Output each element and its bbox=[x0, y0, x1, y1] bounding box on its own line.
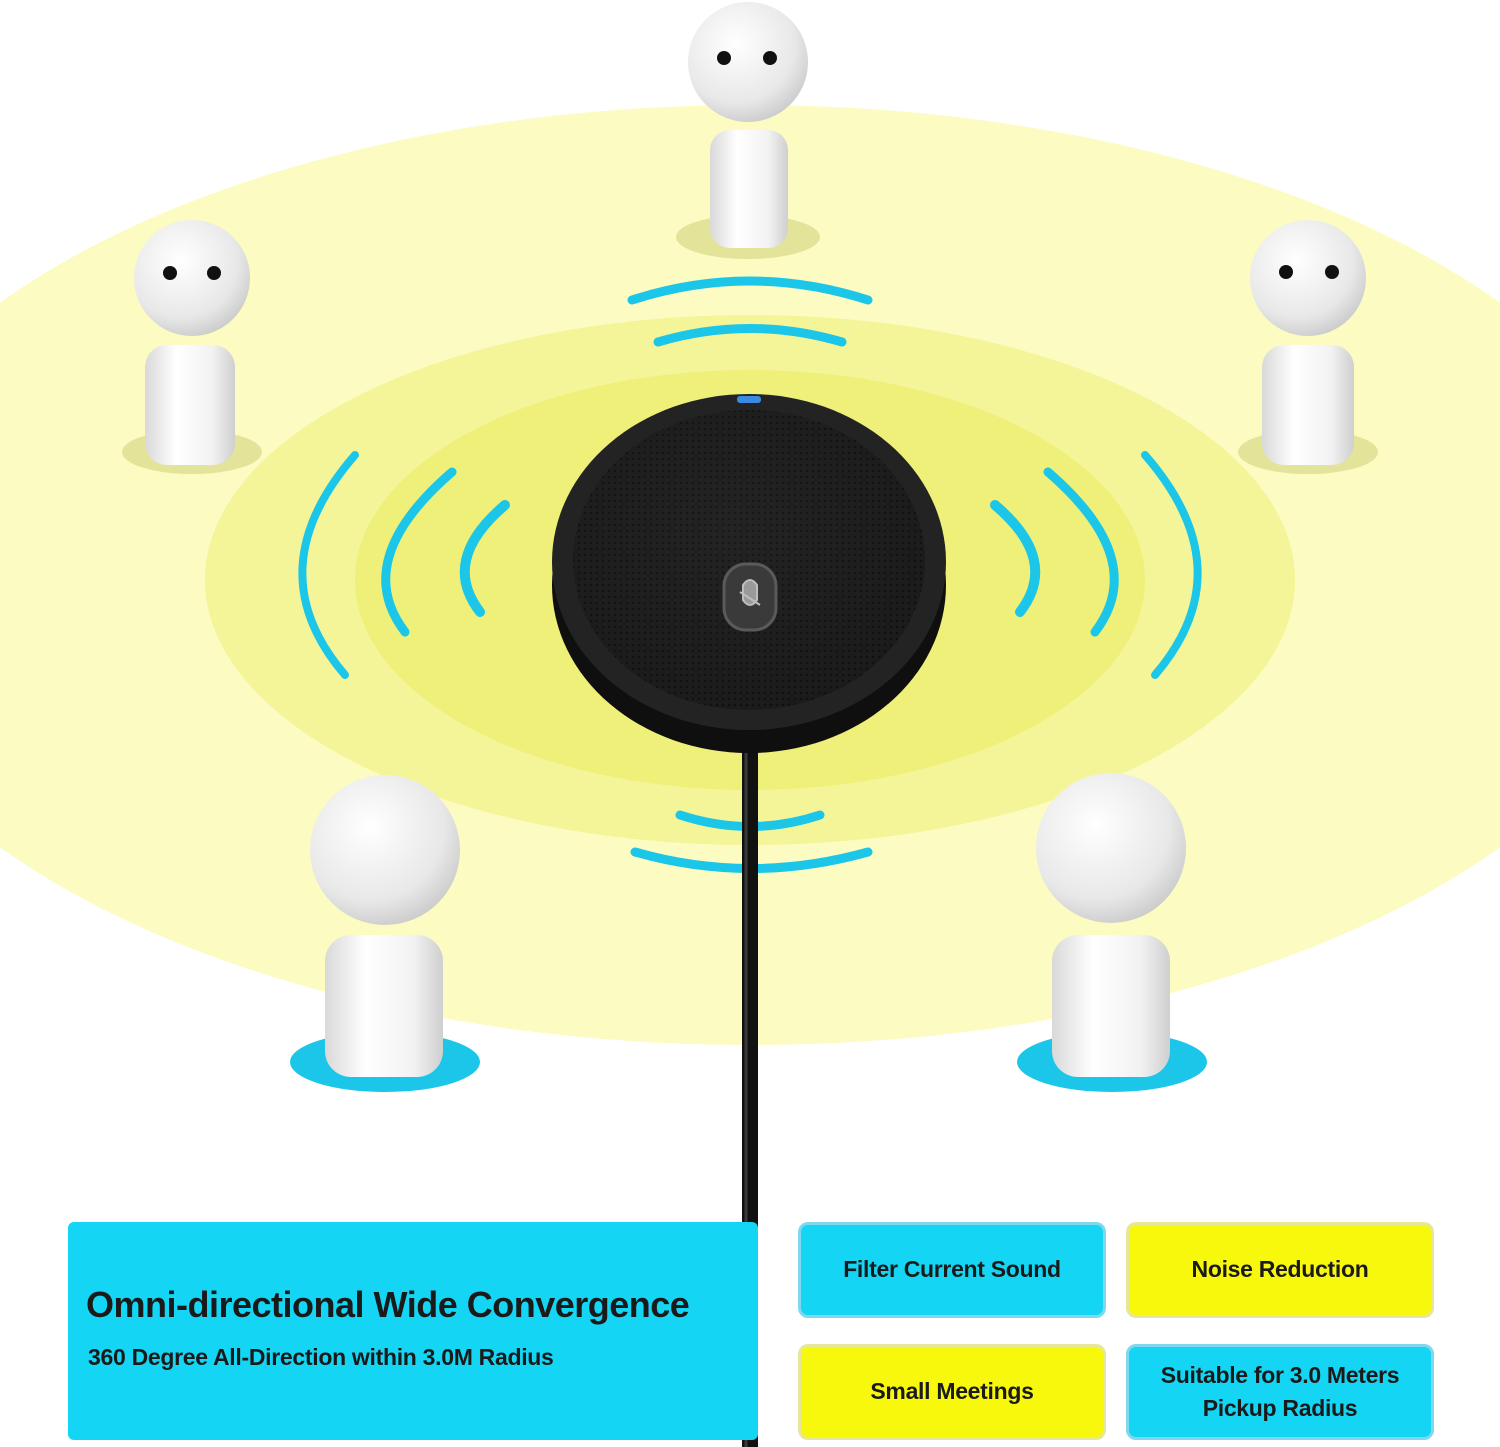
wave-right-inner bbox=[990, 500, 1041, 617]
person-figure-right bbox=[1250, 220, 1366, 465]
feature-badge-filter-sound: Filter Current Sound bbox=[798, 1222, 1106, 1318]
feature-badge-pickup-radius: Suitable for 3.0 Meters Pickup Radius bbox=[1126, 1344, 1434, 1440]
figure-head bbox=[134, 220, 250, 336]
wave-top-outer bbox=[627, 276, 873, 305]
figure-eye bbox=[763, 51, 777, 65]
banner-title: Omni-directional Wide Convergence bbox=[86, 1284, 690, 1325]
figure-eye bbox=[163, 266, 177, 280]
figure-body bbox=[145, 345, 235, 465]
person-figure-left bbox=[134, 220, 250, 465]
figure-head bbox=[1036, 773, 1186, 923]
wave-right-outer bbox=[1141, 451, 1202, 679]
person-figure-bottom-right bbox=[1036, 773, 1186, 1077]
figure-head bbox=[1250, 220, 1366, 336]
mic-led-indicator bbox=[737, 396, 761, 403]
banner-subtitle: 360 Degree All-Direction within 3.0M Rad… bbox=[88, 1344, 554, 1370]
feature-banner: Omni-directional Wide Convergence 360 De… bbox=[68, 1222, 758, 1440]
sound-waves bbox=[298, 276, 1202, 873]
wave-left-mid bbox=[381, 467, 457, 637]
person-figure-top bbox=[688, 2, 808, 248]
conference-microphone bbox=[552, 394, 946, 753]
wave-right-mid bbox=[1043, 467, 1119, 637]
figure-body bbox=[1262, 345, 1354, 465]
figure-eye bbox=[207, 266, 221, 280]
figure-eye bbox=[717, 51, 731, 65]
figure-eye bbox=[1325, 265, 1339, 279]
figure-head bbox=[688, 2, 808, 122]
feature-badge-small-meetings: Small Meetings bbox=[798, 1344, 1106, 1440]
person-figure-bottom-left bbox=[310, 775, 460, 1077]
wave-left-outer bbox=[298, 451, 359, 679]
figure-body bbox=[325, 935, 443, 1077]
feature-badge-noise-reduction: Noise Reduction bbox=[1126, 1222, 1434, 1318]
figure-head bbox=[310, 775, 460, 925]
wave-top-inner bbox=[653, 324, 847, 347]
figure-eye bbox=[1279, 265, 1293, 279]
figure-body bbox=[1052, 935, 1170, 1077]
wave-left-inner bbox=[459, 500, 510, 617]
mic-mute-icon bbox=[739, 579, 761, 606]
figure-body bbox=[710, 130, 788, 248]
